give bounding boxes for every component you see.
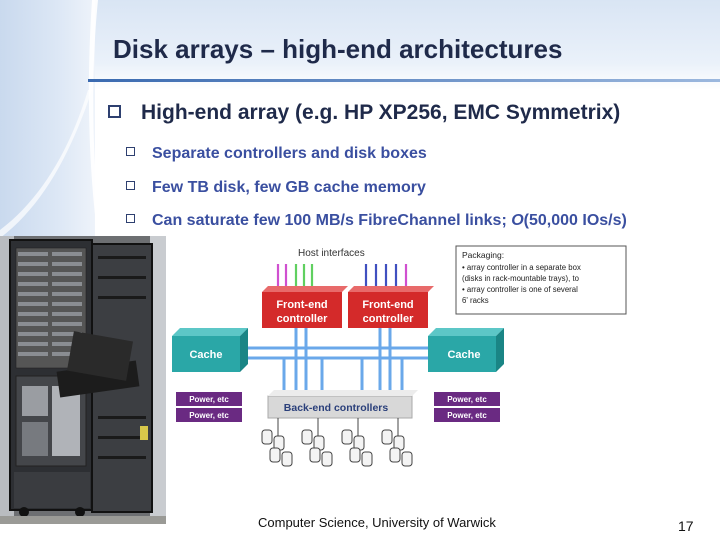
back-end-label: Back-end controllers: [284, 402, 389, 414]
big-o-symbol: O: [511, 212, 524, 229]
packaging-line: • array controller is one of several: [462, 285, 578, 294]
packaging-line: • array controller in a separate box: [462, 263, 581, 272]
architecture-diagram: Host interfaces Packaging: • array contr…: [172, 245, 627, 467]
cache-right: Cache: [428, 328, 504, 372]
sub-bullet-tail: (50,000 IOs/s): [523, 212, 627, 229]
bullet-box-icon: [108, 104, 121, 118]
power-right: Power, etc Power, etc: [434, 392, 500, 422]
title-underline: [88, 79, 720, 82]
front-end-left-line-1: Front-end: [276, 299, 327, 311]
host-interfaces-label: Host interfaces: [298, 248, 365, 259]
sub-bullet-text: Can saturate few 100 MB/s FibreChannel l…: [152, 212, 512, 229]
decorative-swoosh: [0, 0, 102, 240]
bullet-box-icon: [126, 147, 135, 157]
sub-bullet-text: Few TB disk, few GB cache memory: [152, 179, 426, 196]
front-end-right-line-2: controller: [363, 313, 414, 325]
cache-right-label: Cache: [447, 349, 480, 361]
slide-title: Disk arrays – high-end architectures: [113, 34, 563, 64]
sub-bullet-text: Separate controllers and disk boxes: [152, 145, 427, 162]
front-end-left-line-2: controller: [277, 313, 328, 325]
back-end-controllers: Back-end controllers: [267, 390, 418, 419]
bullet-box-icon: [126, 181, 135, 191]
disk-stacks: [261, 418, 413, 467]
power-left: Power, etc Power, etc: [176, 392, 242, 422]
main-bullet: High-end array (e.g. HP XP256, EMC Symme…: [108, 101, 620, 125]
footer-text: Computer Science, University of Warwick: [258, 515, 496, 530]
header-background: [0, 0, 720, 90]
front-end-controller-left: Front-end controller: [262, 286, 348, 328]
packaging-line: 6' racks: [462, 296, 489, 305]
packaging-title: Packaging:: [462, 250, 504, 260]
front-end-controller-right: Front-end controller: [348, 286, 434, 328]
power-left-2: Power, etc: [189, 411, 229, 420]
power-right-2: Power, etc: [447, 411, 487, 420]
power-right-1: Power, etc: [447, 395, 487, 404]
disk-array-cabinet-photo: [0, 236, 166, 524]
cache-left-label: Cache: [189, 349, 222, 361]
front-end-right-line-1: Front-end: [362, 299, 413, 311]
page-number: 17: [678, 518, 694, 534]
sub-bullet-1: Separate controllers and disk boxes: [126, 145, 427, 163]
power-left-1: Power, etc: [189, 395, 229, 404]
interconnect-bus: [246, 328, 434, 396]
packaging-line: (disks in rack-mountable trays), to: [462, 274, 580, 283]
main-bullet-text: High-end array (e.g. HP XP256, EMC Symme…: [141, 101, 621, 124]
sub-bullet-3: Can saturate few 100 MB/s FibreChannel l…: [126, 212, 627, 230]
cache-left: Cache: [172, 328, 248, 372]
packaging-note-box: [455, 245, 627, 315]
sub-bullet-2: Few TB disk, few GB cache memory: [126, 179, 426, 197]
bullet-box-icon: [126, 214, 135, 224]
